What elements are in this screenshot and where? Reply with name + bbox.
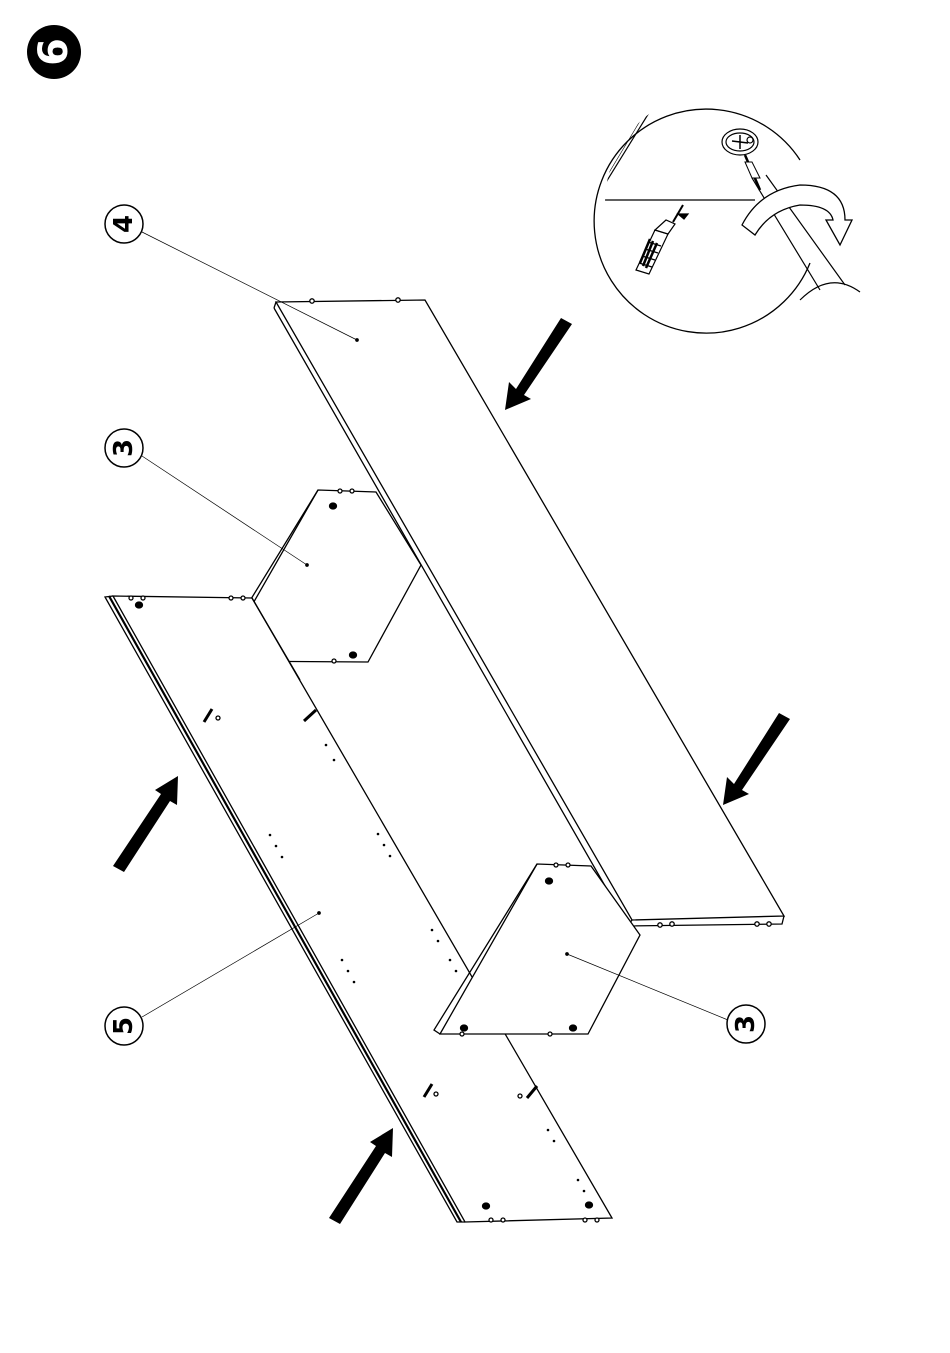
detail-inset <box>594 95 860 333</box>
panel-3-bottom <box>434 863 640 1036</box>
callout-4: 4 <box>105 205 143 243</box>
cam-lock-icon <box>722 129 758 155</box>
callout-5: 5 <box>105 1007 143 1045</box>
callout-label: 3 <box>109 439 139 457</box>
rotation-arrow-icon <box>742 185 852 245</box>
step-number: 6 <box>31 38 77 66</box>
screwdriver-icon <box>636 205 688 274</box>
callout-3-bottom: 3 <box>727 1005 765 1043</box>
callout-3-top: 3 <box>105 429 143 467</box>
step-number-badge: 6 <box>27 25 81 79</box>
callout-label: 4 <box>109 215 139 233</box>
callout-label: 5 <box>109 1017 139 1035</box>
callout-label: 3 <box>731 1015 761 1033</box>
